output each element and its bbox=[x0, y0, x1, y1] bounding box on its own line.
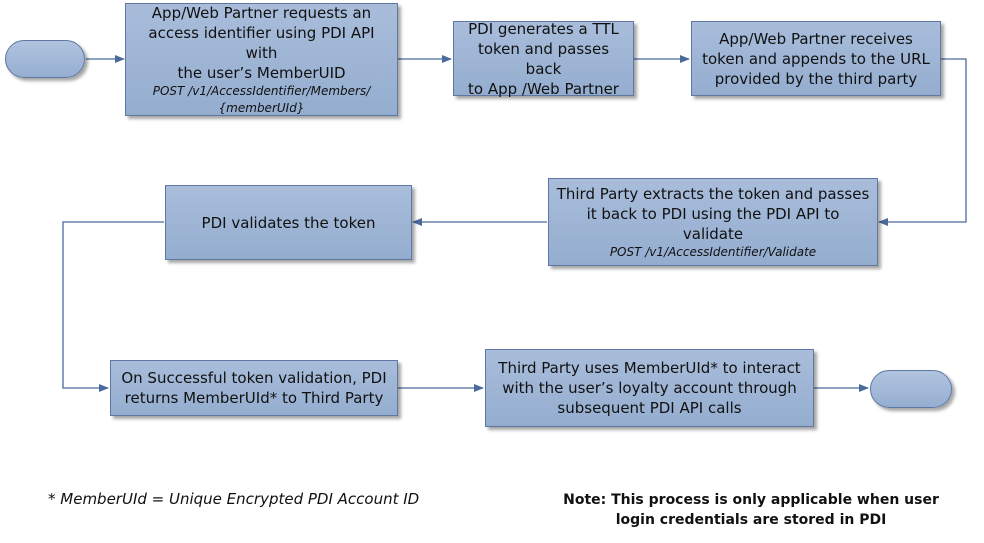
step-1-line-2: access identifier using PDI API with bbox=[148, 23, 375, 62]
step-7-line-2: with the user’s loyalty account through bbox=[502, 379, 797, 397]
step-generate-ttl-token: PDI generates a TTL token and passes bac… bbox=[453, 19, 634, 98]
step-partner-receives-token: App/Web Partner receives token and appen… bbox=[691, 21, 941, 96]
applicability-note: Note: This process is only applicable wh… bbox=[553, 490, 949, 530]
end-terminal bbox=[870, 370, 952, 408]
note-line-1: Note: This process is only applicable wh… bbox=[563, 492, 939, 508]
step-pdi-validates-token: PDI validates the token bbox=[165, 185, 412, 260]
step-4-api-line-1: POST /v1/AccessIdentifier/Validate bbox=[609, 244, 817, 259]
step-7-line-1: Third Party uses MemberUId* to interact bbox=[498, 359, 801, 377]
step-7-line-3: subsequent PDI API calls bbox=[557, 399, 742, 417]
step-3-line-1: App/Web Partner receives bbox=[719, 29, 913, 48]
step-3-line-2: token and appends to the URL bbox=[702, 49, 930, 68]
step-successful-validation: On Successful token validation, PDI retu… bbox=[110, 360, 398, 416]
step-2-line-2: token and passes back bbox=[477, 39, 610, 78]
step-6-line-1: On Successful token validation, PDI bbox=[121, 369, 387, 387]
step-2-line-3: to App /Web Partner bbox=[468, 79, 619, 98]
step-5-line-1: PDI validates the token bbox=[201, 213, 376, 232]
connector-step5-to-step6 bbox=[62, 221, 164, 392]
step-request-access-identifier: App/Web Partner requests an access ident… bbox=[125, 3, 398, 116]
step-4-line-1: Third Party extracts the token and passe… bbox=[556, 184, 870, 203]
step-4-line-2: it back to PDI using the PDI API to vali… bbox=[586, 204, 840, 243]
step-1-api-line-2: {memberUId} bbox=[218, 100, 305, 115]
step-third-party-uses-memberuid: Third Party uses MemberUId* to interact … bbox=[485, 349, 814, 427]
footnote-memberuid: * MemberUId = Unique Encrypted PDI Accou… bbox=[48, 490, 420, 508]
note-line-2: login credentials are stored in PDI bbox=[615, 512, 887, 528]
connector-step3-to-step4 bbox=[878, 58, 967, 226]
step-3-line-3: provided by the third party bbox=[714, 69, 918, 88]
step-1-line-3: the user’s MemberUID bbox=[177, 63, 346, 82]
step-1-line-1: App/Web Partner requests an bbox=[151, 3, 372, 22]
step-6-line-2: returns MemberUId* to Third Party bbox=[124, 389, 384, 407]
step-third-party-extracts-token: Third Party extracts the token and passe… bbox=[548, 178, 878, 266]
step-2-line-1: PDI generates a TTL bbox=[468, 19, 619, 38]
start-terminal bbox=[5, 40, 85, 78]
step-1-api-line-1: POST /v1/AccessIdentifier/Members/ bbox=[152, 83, 371, 98]
